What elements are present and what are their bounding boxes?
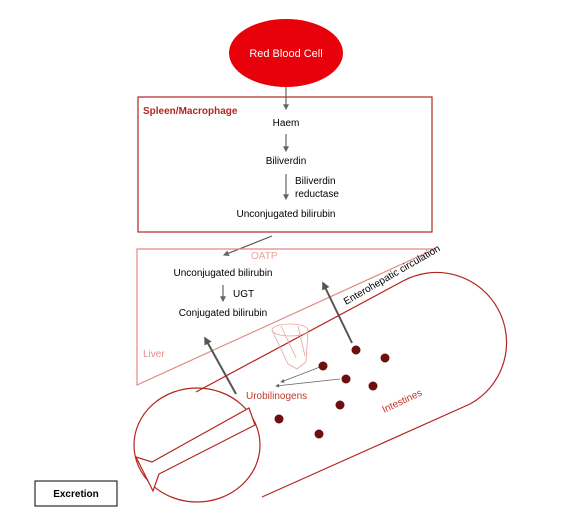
reductase-label-line1: Biliverdin xyxy=(295,176,336,187)
liver-label: Liver xyxy=(143,349,165,360)
junction-cylinder xyxy=(271,323,309,370)
ugt-label: UGT xyxy=(233,289,254,300)
rbc-label: Red Blood Cell xyxy=(249,48,322,60)
arrow-enterohepatic xyxy=(322,281,353,344)
liver-outline xyxy=(136,248,436,386)
arrow-urobilinogens-to-liver xyxy=(204,336,237,395)
urobilinogen-dot xyxy=(274,414,284,424)
urobilinogen-dot xyxy=(368,381,378,391)
dot-to-urobilinogen-arrow-2 xyxy=(275,378,341,388)
urobilinogen-dot xyxy=(341,374,351,384)
arrow-spleen-to-liver xyxy=(222,235,273,257)
intestine-opening xyxy=(133,387,261,503)
excretion-arrow xyxy=(134,407,256,493)
enterohepatic-label: Enterohepatic circulation xyxy=(342,243,442,307)
urobilinogen-dot xyxy=(351,345,361,355)
excretion-box xyxy=(34,480,118,507)
excretion-label: Excretion xyxy=(53,489,99,500)
red-blood-cell-node xyxy=(229,19,343,87)
dot-to-urobilinogen-arrow-1 xyxy=(280,366,321,383)
urobilinogen-dot xyxy=(318,361,328,371)
oatp-label: OATP xyxy=(251,251,278,262)
urobilinogen-dot xyxy=(380,353,390,363)
unconjugated-bilirubin-spleen: Unconjugated bilirubin xyxy=(237,209,336,220)
conjugated-bilirubin-liver: Conjugated bilirubin xyxy=(179,308,267,319)
haem-label: Haem xyxy=(273,118,300,129)
spleen-macrophage-box xyxy=(137,96,433,233)
urobilinogen-dots xyxy=(274,345,390,439)
intestine-outline xyxy=(195,271,508,498)
reductase-label-line2: reductase xyxy=(295,189,339,200)
intestines-label: Intestines xyxy=(381,388,424,416)
urobilinogens-label: Urobilinogens xyxy=(246,391,307,402)
spleen-title: Spleen/Macrophage xyxy=(143,106,238,117)
urobilinogen-dot xyxy=(314,429,324,439)
biliverdin-label: Biliverdin xyxy=(266,156,307,167)
urobilinogen-dot xyxy=(335,400,345,410)
unconjugated-bilirubin-liver: Unconjugated bilirubin xyxy=(174,268,273,279)
